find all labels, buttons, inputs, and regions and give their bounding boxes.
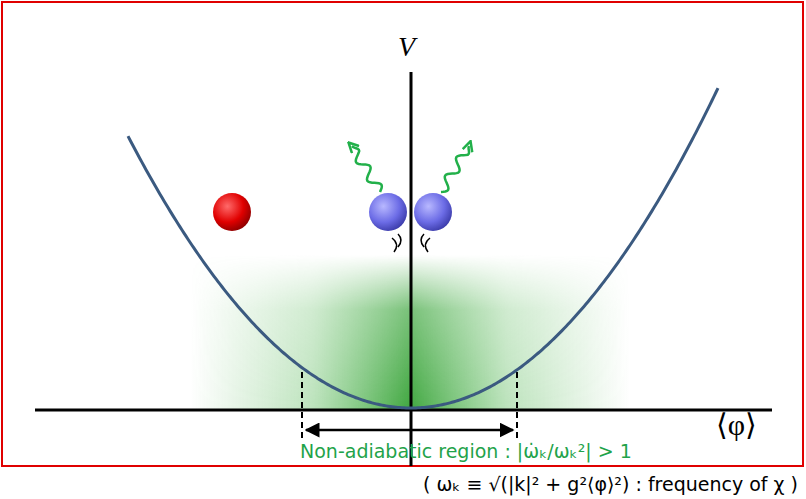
emission-wave bbox=[352, 146, 382, 192]
chi-particle bbox=[414, 193, 452, 231]
region-note: Non-adiabatic region : |ω̇ₖ/ωₖ²| > 1 bbox=[300, 441, 632, 462]
region-boundary bbox=[516, 372, 518, 442]
phi-ball bbox=[213, 193, 251, 231]
emission-wave bbox=[441, 146, 469, 192]
frequency-note: ( ωₖ ≡ √(|k|² + g²⟨φ⟩²) : frequency of χ… bbox=[423, 474, 798, 495]
region-boundary bbox=[301, 372, 303, 442]
region-arrow bbox=[306, 429, 513, 432]
chi-particle bbox=[369, 193, 407, 231]
axis-label: V bbox=[398, 32, 415, 63]
potential-curve bbox=[128, 88, 718, 408]
pair-creation-mark bbox=[392, 234, 430, 252]
axis-label: ⟨φ⟩ bbox=[716, 408, 757, 441]
frame bbox=[2, 2, 803, 466]
